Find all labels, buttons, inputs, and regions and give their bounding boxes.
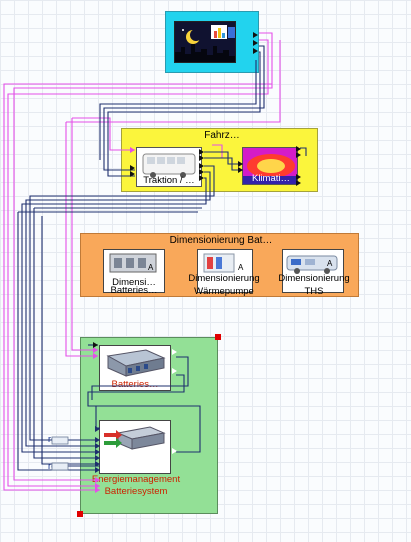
resize-handle-top-right[interactable] bbox=[215, 334, 221, 340]
dim-waermepumpe-line1: Dimensionierung bbox=[188, 273, 260, 284]
wire-magenta-1 bbox=[13, 32, 273, 481]
wire-dark-7 bbox=[25, 171, 211, 447]
dim-ths-block[interactable]: A bbox=[282, 249, 344, 293]
wire-magenta-8 bbox=[66, 40, 281, 123]
svg-text:A: A bbox=[148, 263, 154, 272]
thermal-image-icon bbox=[243, 148, 297, 184]
wire-magenta-4 bbox=[3, 83, 272, 491]
wire-dark-18 bbox=[88, 405, 100, 429]
wire-dark-3 bbox=[99, 60, 257, 160]
batteries-out-port-2[interactable] bbox=[172, 368, 177, 374]
dimensionierung-title: Dimensionierung Bat… bbox=[169, 235, 273, 246]
wire-dark-1 bbox=[103, 45, 265, 171]
wire-dark-16 bbox=[91, 356, 189, 400]
klima-block[interactable]: Klimati… bbox=[242, 147, 298, 185]
wire-dark-13 bbox=[41, 216, 100, 465]
cyan-out-port-2[interactable] bbox=[253, 40, 258, 46]
wire-dark-9 bbox=[33, 208, 100, 459]
vehicle-thermal-icon: A bbox=[286, 255, 338, 274]
battery-module-icon: A bbox=[109, 253, 157, 273]
wire-magenta-7 bbox=[65, 122, 98, 357]
dimensionierung-region[interactable]: Dimensionierung Bat… A Dimensi… Batterie… bbox=[80, 233, 359, 297]
batteries-label: Batteries… bbox=[111, 379, 159, 390]
battery-management-icon bbox=[104, 426, 166, 450]
traction-block[interactable]: Traktion / … bbox=[136, 147, 202, 187]
energiemanagement-block[interactable] bbox=[99, 420, 171, 474]
bus-icon bbox=[142, 153, 196, 178]
resize-handle-bottom-left[interactable] bbox=[77, 511, 83, 517]
svg-text:A: A bbox=[238, 263, 244, 272]
wire-dark-5 bbox=[204, 157, 243, 171]
dim-batteries-line1: Dimensi… bbox=[112, 277, 156, 288]
wire-dark-17 bbox=[87, 374, 201, 453]
dim-waermepumpe-line2: Wärmepumpe bbox=[194, 286, 254, 297]
dim-batteries-block[interactable]: A Dimensi… Batteries… bbox=[103, 249, 165, 296]
heat-pump-icon: A bbox=[203, 253, 244, 273]
wire-dark-6 bbox=[29, 165, 215, 441]
fahrzeug-title: Fahrz… bbox=[204, 130, 240, 141]
fahrzeug-region[interactable]: Fahrz… Traktion / … Klimati… bbox=[121, 128, 318, 192]
energie-out-port[interactable] bbox=[172, 448, 177, 454]
dim-batteries-line2: Batteries… bbox=[110, 285, 158, 296]
wire-dark-8 bbox=[21, 177, 207, 453]
energie-line1: Energiemanagement bbox=[91, 474, 181, 485]
dim-waermepumpe-block[interactable]: A bbox=[197, 249, 253, 293]
batteries-block[interactable]: Batteries… bbox=[99, 345, 171, 391]
dim-ths-line2: THS bbox=[304, 286, 324, 297]
svg-text:A: A bbox=[327, 259, 333, 268]
cyan-out-port-3[interactable] bbox=[253, 48, 258, 54]
wire-dark-11 bbox=[17, 212, 100, 471]
battery-pack-icon bbox=[106, 349, 166, 377]
klima-label: Klimati… bbox=[251, 173, 290, 184]
energie-line2: Batteriesystem bbox=[104, 486, 168, 497]
dim-ths-line1: Dimensionierung bbox=[278, 273, 350, 284]
traction-label: Traktion / … bbox=[143, 175, 195, 186]
cyan-out-port-1[interactable] bbox=[253, 32, 258, 38]
batteries-out-port-1[interactable] bbox=[172, 349, 177, 355]
top-cyan-region[interactable] bbox=[165, 11, 259, 73]
wire-magenta-2 bbox=[7, 39, 269, 487]
wire-magenta-5 bbox=[72, 117, 135, 151]
battery-region[interactable]: Batteries… Energiemanagement Batteriesys… bbox=[80, 337, 218, 514]
wire-dark-2 bbox=[107, 51, 261, 177]
wire-dark-14 bbox=[300, 147, 307, 156]
night-image-block[interactable] bbox=[174, 21, 236, 63]
night-city-icon bbox=[175, 22, 235, 62]
wire-magenta-6 bbox=[71, 118, 98, 351]
